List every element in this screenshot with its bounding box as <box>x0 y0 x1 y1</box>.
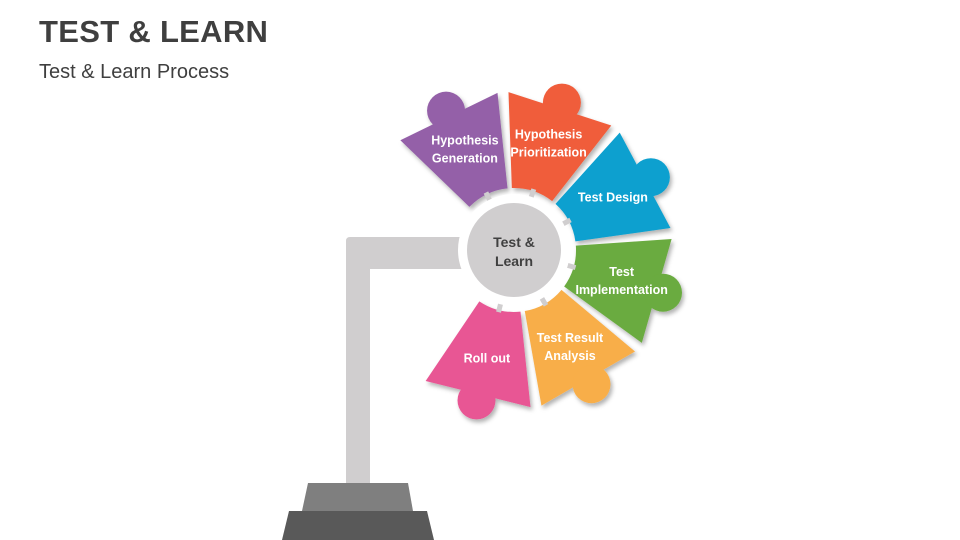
segment-wedge <box>524 289 636 406</box>
segment-label: Generation <box>432 151 498 165</box>
segment-wedge <box>400 92 508 207</box>
segment-wedge <box>508 92 612 202</box>
segment-tab <box>643 273 682 312</box>
segment-wedge <box>425 301 531 408</box>
segment-label: Implementation <box>575 283 667 297</box>
segment-wedge <box>564 238 672 343</box>
segments <box>400 83 682 420</box>
page-subtitle: Test & Learn Process <box>39 61 230 83</box>
segment-4 <box>564 238 682 343</box>
center-label-line-1: Test & <box>493 234 535 250</box>
center-label-line-2: Learn <box>495 253 533 269</box>
center-circle <box>467 203 561 297</box>
segment-1 <box>400 91 508 207</box>
segment-tab <box>631 158 670 197</box>
segment-tab <box>542 83 581 122</box>
segment-label: Prioritization <box>510 145 586 159</box>
segment-tab <box>457 381 496 420</box>
segment-label: Test Result <box>537 331 604 345</box>
segment-2 <box>508 83 612 202</box>
segment-wedge <box>555 132 671 242</box>
segment-3 <box>555 132 671 242</box>
segment-label: Analysis <box>544 349 595 363</box>
segment-6 <box>425 301 531 420</box>
segment-label: Test Design <box>578 190 648 204</box>
segment-label: Test <box>609 265 635 279</box>
segment-label: Hypothesis <box>431 133 498 147</box>
stand-base-bottom <box>282 511 434 540</box>
segment-label: Roll out <box>464 352 511 366</box>
segment-tab <box>572 365 611 404</box>
stand-base-top <box>302 483 413 511</box>
segment-label: Hypothesis <box>515 127 582 141</box>
page-title: TEST & LEARN <box>39 14 269 49</box>
segment-5 <box>524 289 636 406</box>
segment-tab <box>427 91 466 130</box>
